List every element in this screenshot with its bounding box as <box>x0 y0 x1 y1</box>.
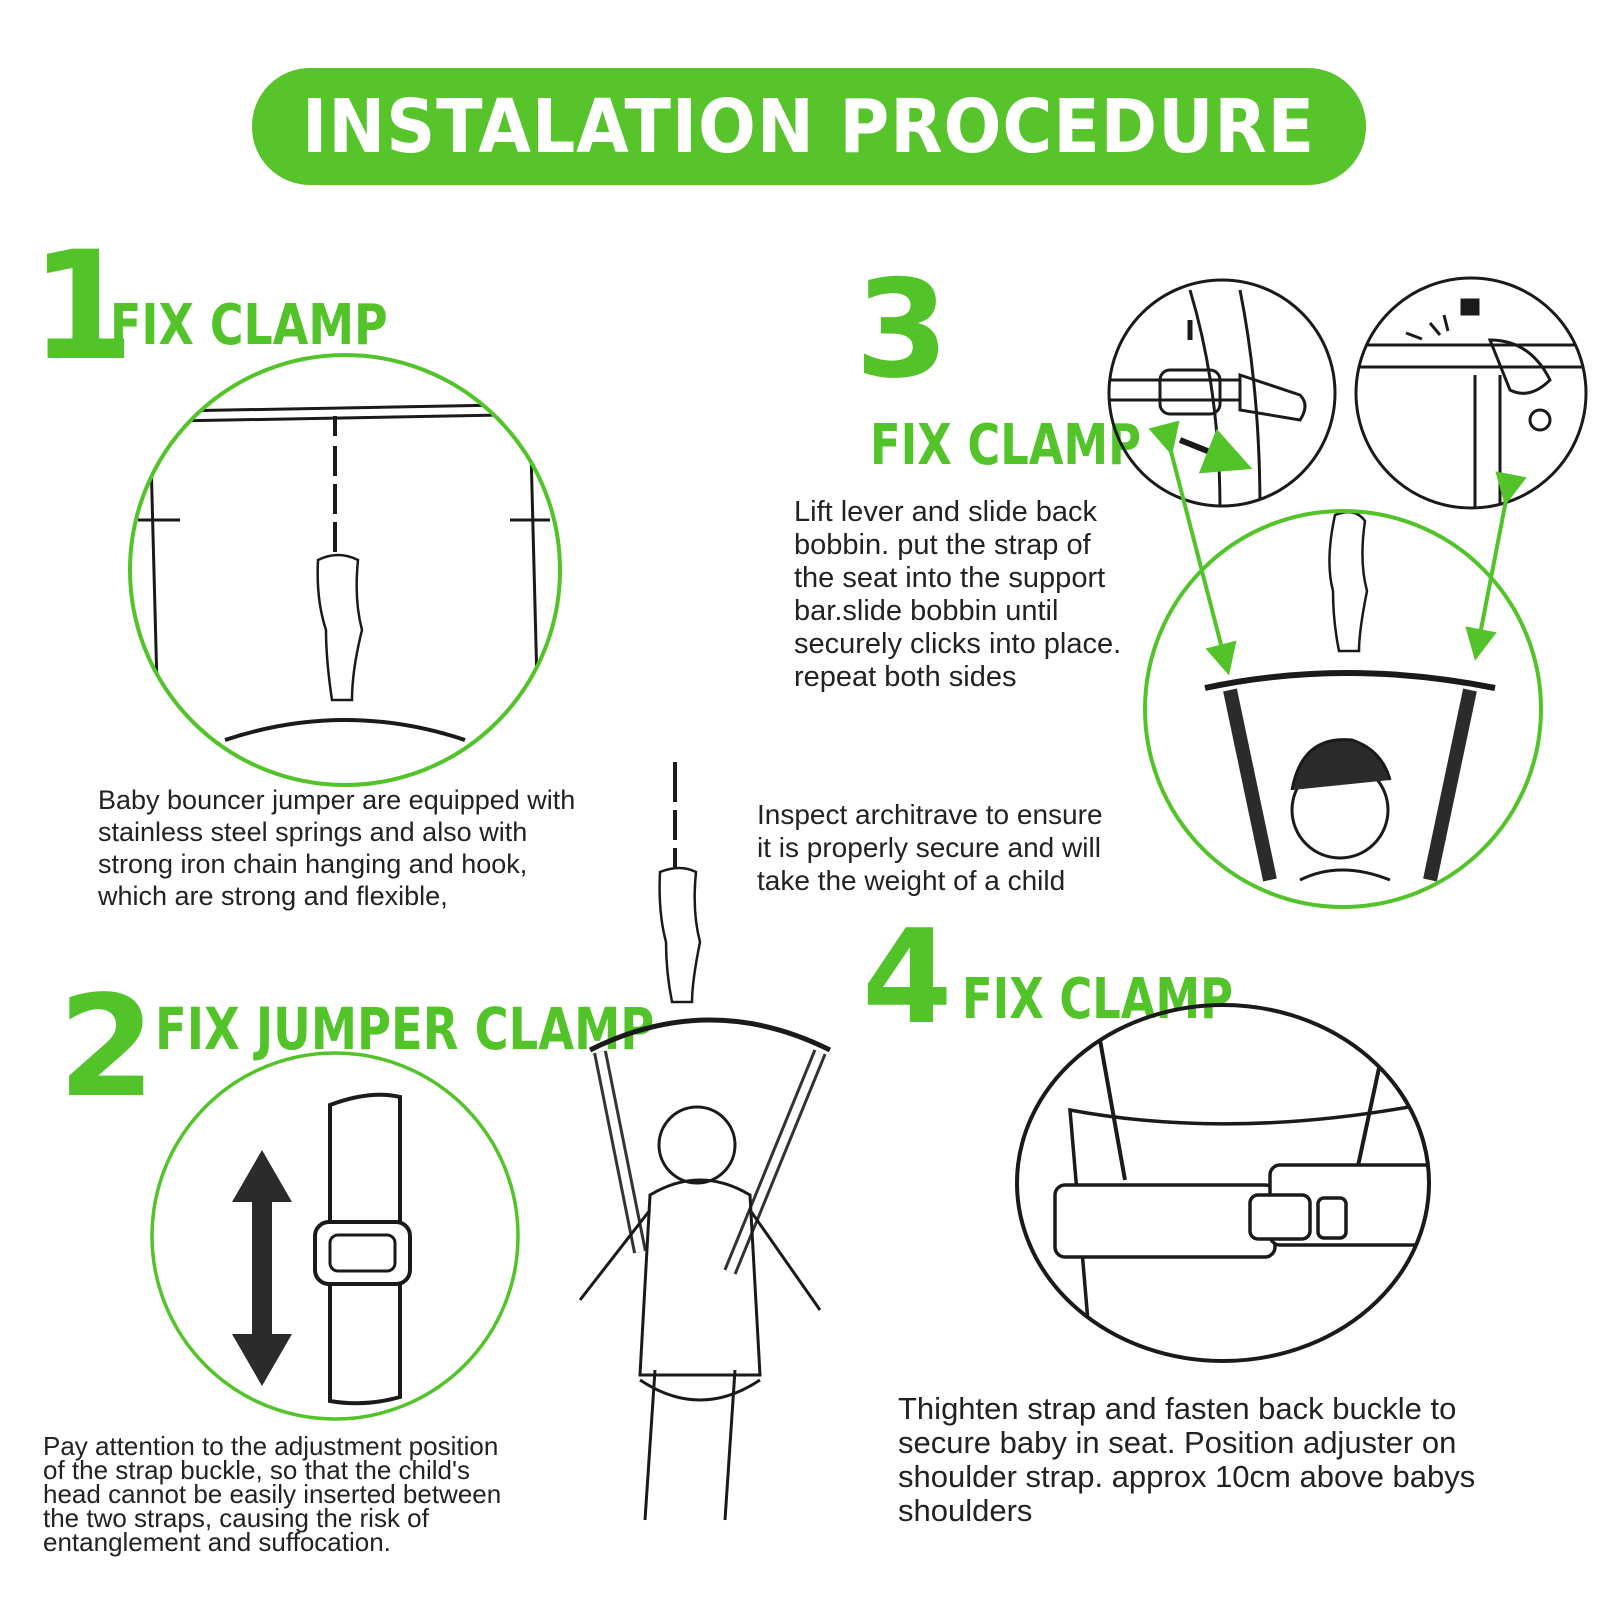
baby-in-jumper-illustration <box>1143 509 1543 909</box>
step-2-heading: FIX JUMPER CLAMP <box>155 995 655 1063</box>
strap-adjust-illustration <box>150 1051 520 1421</box>
step-3-number: 3 <box>855 251 949 408</box>
step-1-description: Baby bouncer jumper are equipped with st… <box>98 785 576 911</box>
strap-adjust-arrow-icon <box>232 1150 292 1386</box>
step-4-number: 4 <box>862 901 953 1053</box>
connector-arrows <box>1148 420 1527 676</box>
step-3-note: Inspect architrave to ensure it is prope… <box>757 799 1103 896</box>
step-3-description: Lift lever and slide back bobbin. put th… <box>794 496 1122 693</box>
step-3-heading: FIX CLAMP <box>870 413 1141 478</box>
bobbin-clamp-illustration <box>1107 278 1337 508</box>
step-1-number: 1 <box>30 220 135 394</box>
page-title: INSTALATION PROCEDURE <box>302 83 1316 170</box>
lock-click-illustration <box>1354 276 1588 510</box>
door-frame-illustration <box>128 353 562 787</box>
waist-buckle-illustration <box>1015 1003 1431 1363</box>
bouncer-seat-illustration <box>578 762 832 1521</box>
title-banner: INSTALATION PROCEDURE <box>252 68 1366 185</box>
step-4-description: Thighten strap and fasten back buckle to… <box>898 1391 1476 1528</box>
step-1-heading: FIX CLAMP <box>110 293 388 358</box>
step-4-heading: FIX CLAMP <box>962 967 1233 1032</box>
step-2-number: 2 <box>58 966 156 1129</box>
step-2-description: Pay attention to the adjustment position… <box>43 1431 502 1557</box>
